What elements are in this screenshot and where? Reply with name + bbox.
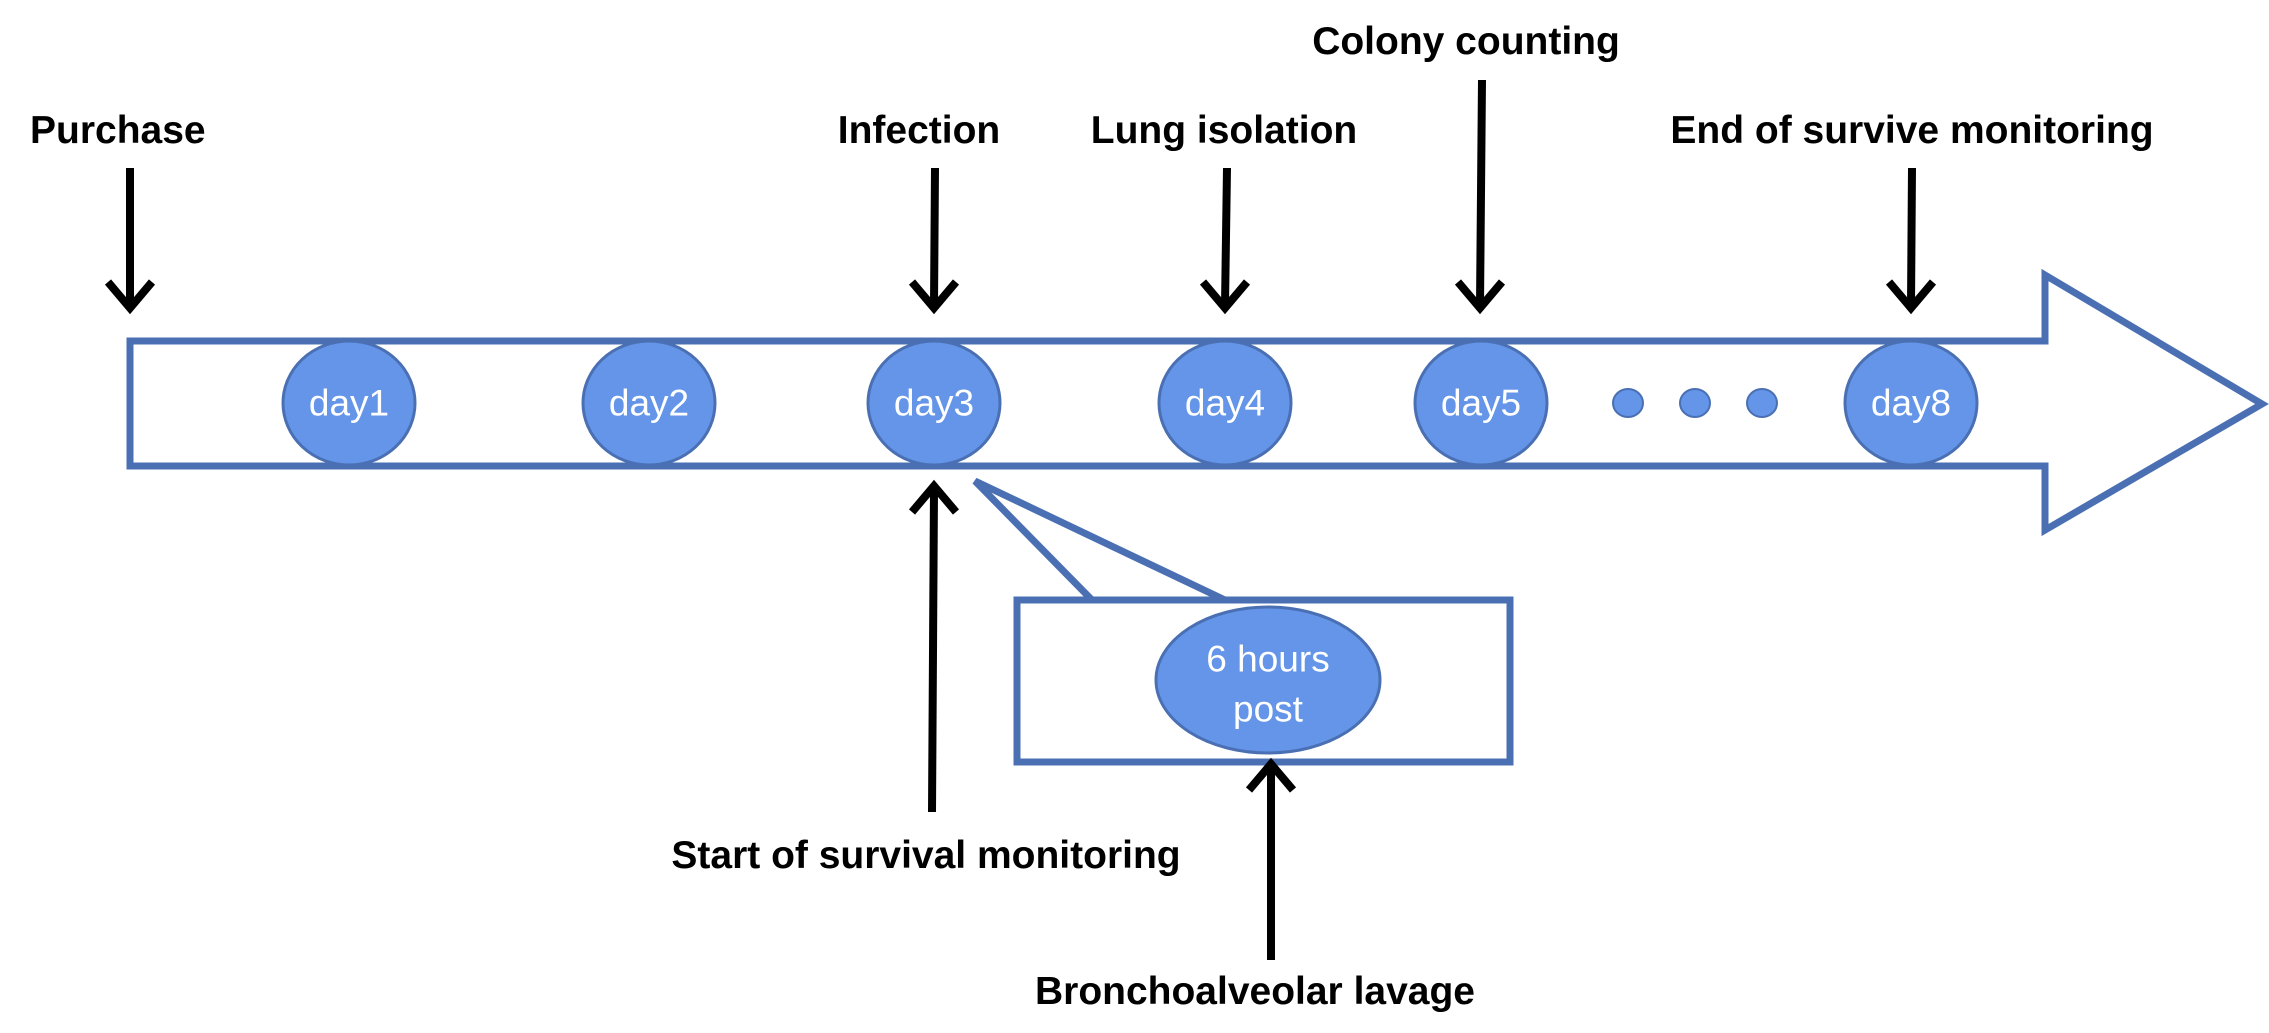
day-marker: day5 — [1413, 339, 1549, 467]
callout: 6 hours post — [1154, 605, 1382, 755]
ellipsis-dot — [1679, 388, 1711, 418]
event-arrow — [104, 168, 156, 315]
event-label-bronchoalveolar-lavage: Bronchoalveolar lavage — [1035, 970, 1475, 1013]
day-marker: day3 — [866, 339, 1002, 467]
event-label-lung-isolation: Lung isolation — [1091, 109, 1357, 152]
day-label: day5 — [1441, 383, 1521, 424]
event-arrow — [908, 167, 960, 315]
callout-ellipse — [1154, 605, 1382, 755]
day-circle — [1843, 339, 1979, 467]
event-label-end-of-monitoring: End of survive monitoring — [1670, 109, 2153, 152]
event-arrow — [1885, 167, 1937, 315]
event-label-infection: Infection — [838, 109, 1001, 152]
event-arrow — [908, 479, 960, 813]
event-label-colony-counting: Colony counting — [1312, 20, 1620, 63]
callout-line-1: 6 hours — [1206, 639, 1329, 680]
day-marker: day1 — [281, 339, 417, 467]
day-circle — [581, 339, 717, 467]
day-label: day2 — [609, 383, 689, 424]
day-circle — [866, 339, 1002, 467]
day-circle — [1157, 339, 1293, 467]
day-marker: day2 — [581, 339, 717, 467]
day-label: day3 — [894, 383, 974, 424]
day-label: day1 — [309, 383, 389, 424]
day-markers: day1 day2 day3 day4 day5 day8 — [281, 339, 1979, 467]
ellipsis-dot — [1612, 388, 1644, 418]
day-circle — [1413, 339, 1549, 467]
day-marker: day4 — [1157, 339, 1293, 467]
event-arrow — [1199, 167, 1251, 315]
event-labels-below: Start of survival monitoring Bronchoalve… — [671, 834, 1475, 1013]
event-label-start-of-survival-monitoring: Start of survival monitoring — [671, 834, 1180, 877]
event-arrow — [1245, 757, 1297, 960]
callout-line-2: post — [1233, 689, 1304, 730]
event-arrows-above — [104, 79, 1937, 315]
day-label: day8 — [1871, 383, 1951, 424]
event-labels-above: Purchase Infection Lung isolation Colony… — [30, 20, 2154, 152]
ellipsis-dots — [1612, 388, 1778, 418]
event-arrow — [1454, 79, 1506, 315]
day-circle — [281, 339, 417, 467]
day-marker: day8 — [1843, 339, 1979, 467]
event-label-purchase: Purchase — [30, 109, 206, 152]
event-arrows-below — [908, 479, 1297, 960]
ellipsis-dot — [1746, 388, 1778, 418]
day-label: day4 — [1185, 383, 1265, 424]
